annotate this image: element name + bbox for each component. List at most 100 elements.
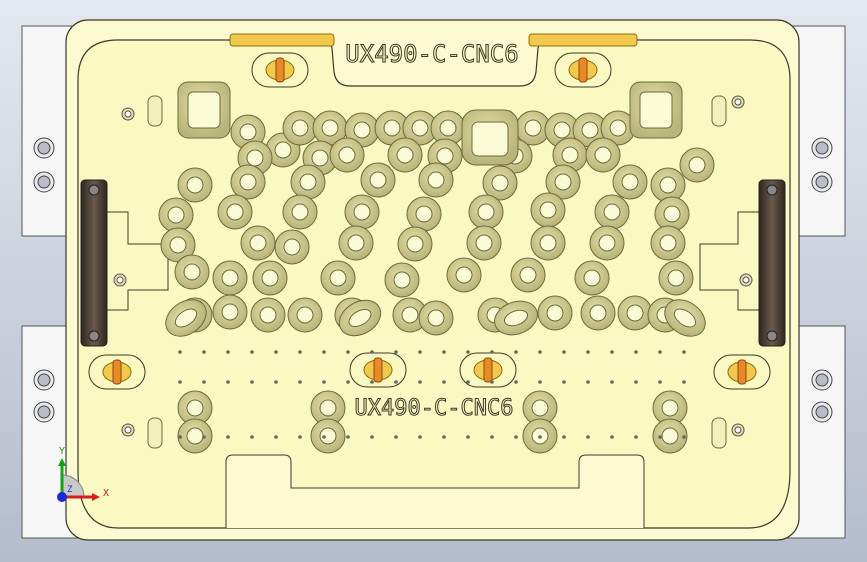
pocket [406, 196, 442, 232]
pocket [522, 390, 558, 426]
pocket [537, 295, 573, 331]
locating-pin [349, 352, 407, 388]
pocket [650, 167, 686, 203]
bottom-notches [225, 454, 645, 528]
side-plate-hole [811, 171, 833, 193]
bolt-hole [739, 273, 753, 287]
pocket [418, 162, 454, 198]
pocket [274, 229, 310, 265]
pocket [174, 254, 210, 290]
pocket [158, 197, 194, 233]
center-pocket [461, 109, 519, 166]
pocket [177, 167, 213, 203]
slot-pocket [711, 95, 727, 127]
pocket [580, 295, 616, 331]
pocket [290, 164, 326, 200]
pocket [650, 225, 686, 261]
side-plate-hole [33, 137, 55, 159]
pocket-group [147, 81, 727, 454]
pocket [612, 164, 648, 200]
coordinate-triad: X Y Z [57, 446, 109, 502]
pocket [515, 110, 551, 146]
pocket [282, 194, 318, 230]
right-clamp-bar [758, 179, 786, 347]
pocket [600, 110, 636, 146]
pocket [384, 262, 420, 298]
slot-pocket [147, 417, 163, 449]
pocket [212, 260, 248, 296]
pocket [320, 260, 356, 296]
left-clamp-bar [80, 179, 108, 347]
pocket [177, 418, 213, 454]
pocket [287, 297, 323, 333]
pocket [658, 260, 694, 296]
pocket [374, 110, 410, 146]
pocket [652, 418, 688, 454]
side-plate-hole [33, 401, 55, 423]
pocket [160, 227, 196, 263]
oval-pocket [494, 300, 538, 336]
pocket [387, 137, 423, 173]
pocket [510, 257, 546, 293]
pocket [530, 192, 566, 228]
pocket [217, 194, 253, 230]
pocket [574, 260, 610, 296]
pocket [312, 110, 348, 146]
pocket [310, 390, 346, 426]
bolt-hole [731, 423, 745, 437]
top-left-tab [229, 33, 335, 47]
pocket [418, 300, 454, 336]
bolt-hole [121, 423, 135, 437]
pocket [617, 295, 653, 331]
pocket [430, 110, 466, 146]
pocket [360, 162, 396, 198]
locating-pin [88, 354, 146, 390]
side-plate-holes [33, 137, 833, 423]
pocket [392, 297, 428, 333]
side-plate-hole [811, 401, 833, 423]
bolt-hole [121, 107, 135, 121]
pocket [594, 194, 630, 230]
pocket [338, 225, 374, 261]
oval-pocket [338, 299, 382, 337]
pocket [240, 225, 276, 261]
side-plate-hole [33, 171, 55, 193]
bolt-hole [731, 95, 745, 109]
locating-pin [554, 52, 612, 88]
top-right-tab [528, 33, 638, 47]
pocket [402, 110, 438, 146]
pocket [230, 164, 266, 200]
oval-pocket [165, 299, 207, 337]
side-plate-hole [811, 369, 833, 391]
locating-pin [713, 354, 771, 390]
pocket [585, 137, 621, 173]
pocket [466, 225, 502, 261]
pocket [482, 165, 518, 201]
center-part-label: UX490-C-CNC6 [355, 396, 514, 421]
pocket [250, 297, 286, 333]
slot-pocket [147, 95, 163, 127]
pocket [679, 147, 715, 183]
top-part-label: UX490-C-CNC6 [345, 40, 518, 68]
x-axis-label: X [103, 488, 109, 499]
slot-pocket [711, 417, 727, 449]
locating-pin [459, 352, 517, 388]
corner-pocket [177, 81, 231, 139]
pocket [212, 294, 248, 330]
clamp-bars [80, 179, 786, 347]
z-axis-marker [57, 492, 67, 502]
bolt-hole [113, 273, 127, 287]
z-axis-label: Z [67, 485, 73, 495]
pocket [397, 226, 433, 262]
pocket [654, 196, 690, 232]
pocket [545, 164, 581, 200]
pocket [344, 194, 380, 230]
side-channels [107, 211, 759, 311]
side-plate-hole [811, 137, 833, 159]
pocket [530, 225, 566, 261]
side-plate-hole [33, 369, 55, 391]
locating-pin [251, 52, 309, 88]
top-tabs [229, 33, 638, 47]
pocket [652, 390, 688, 426]
